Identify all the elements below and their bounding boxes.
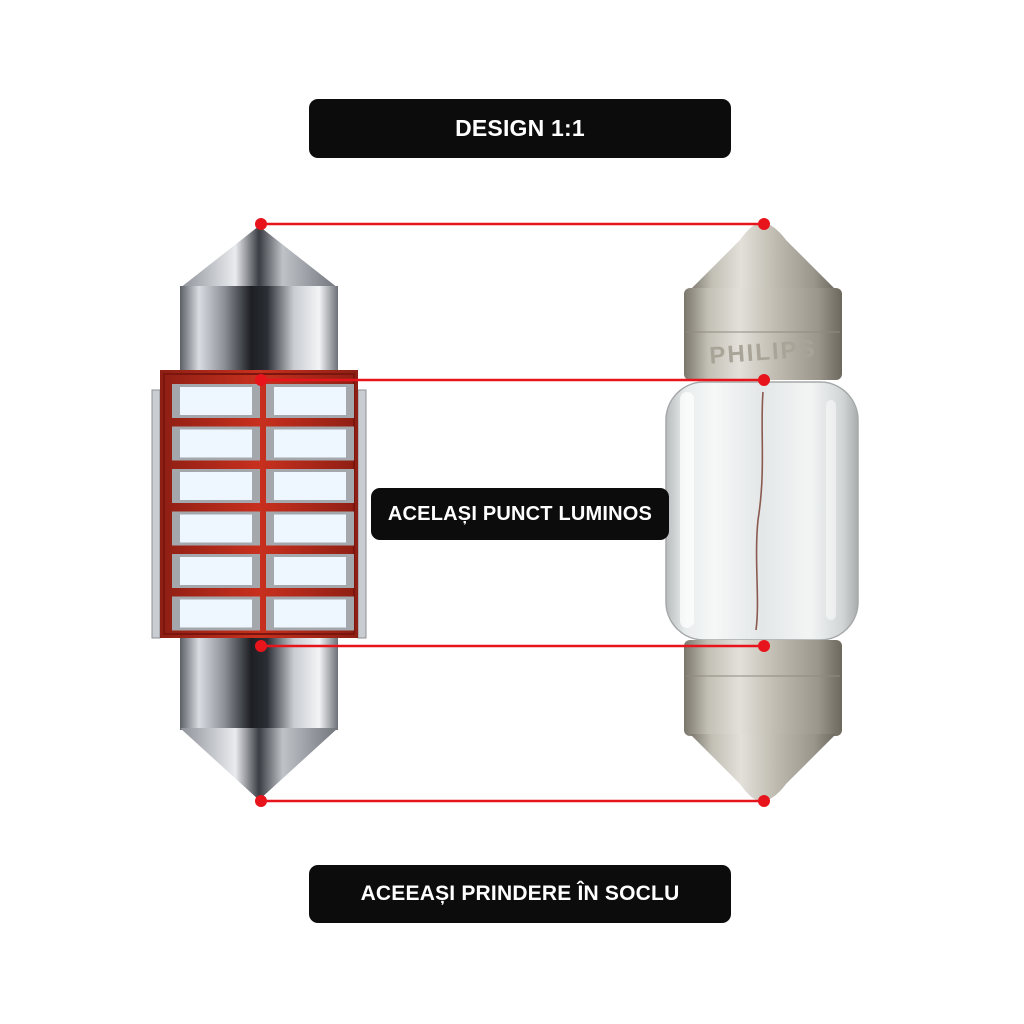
led-chip — [274, 514, 346, 543]
guide-dot — [758, 374, 770, 386]
led-bottom-tip — [180, 728, 338, 800]
led-chip — [180, 472, 252, 500]
guide-lines — [261, 222, 764, 803]
guide-dot — [255, 795, 267, 807]
led-chip — [274, 599, 346, 628]
guide-dots — [255, 218, 770, 807]
incandescent-bottom-tip — [690, 734, 836, 802]
led-chip-grid — [172, 384, 354, 631]
led-chip — [274, 472, 346, 500]
socket-fit-label: ACEEAȘI PRINDERE ÎN SOCLU — [309, 865, 731, 923]
socket-fit-label-text: ACEEAȘI PRINDERE ÎN SOCLU — [360, 882, 680, 905]
guide-dot — [758, 795, 770, 807]
incandescent-top-tip — [690, 222, 836, 290]
guide-dot — [255, 218, 267, 230]
led-chip — [274, 387, 346, 415]
guide-dot — [758, 640, 770, 652]
light-point-label: ACELAȘI PUNCT LUMINOS — [371, 488, 669, 540]
led-chip — [180, 599, 252, 628]
incandescent-festoon-bulb: PHILIPS — [665, 222, 859, 802]
led-chip — [274, 557, 346, 585]
incandescent-bottom-cap — [684, 640, 842, 736]
led-top-tip — [180, 226, 338, 288]
design-label: DESIGN 1:1 — [309, 99, 731, 158]
guide-dot — [255, 640, 267, 652]
incandescent-top-cap — [684, 288, 842, 380]
led-top-cap — [180, 286, 338, 370]
left-side-rail — [151, 389, 161, 639]
design-label-text: DESIGN 1:1 — [455, 115, 585, 141]
guide-dot — [758, 218, 770, 230]
right-side-rail — [357, 389, 367, 639]
led-chip — [180, 429, 252, 458]
led-chip — [180, 387, 252, 415]
led-chip — [180, 514, 252, 543]
led-chip — [274, 429, 346, 458]
guide-dot — [255, 374, 267, 386]
filament — [755, 391, 764, 631]
led-chip — [180, 557, 252, 585]
light-point-label-text: ACELAȘI PUNCT LUMINOS — [387, 502, 653, 525]
led-bottom-cap — [180, 638, 338, 730]
led-festoon-bulb — [151, 226, 367, 800]
